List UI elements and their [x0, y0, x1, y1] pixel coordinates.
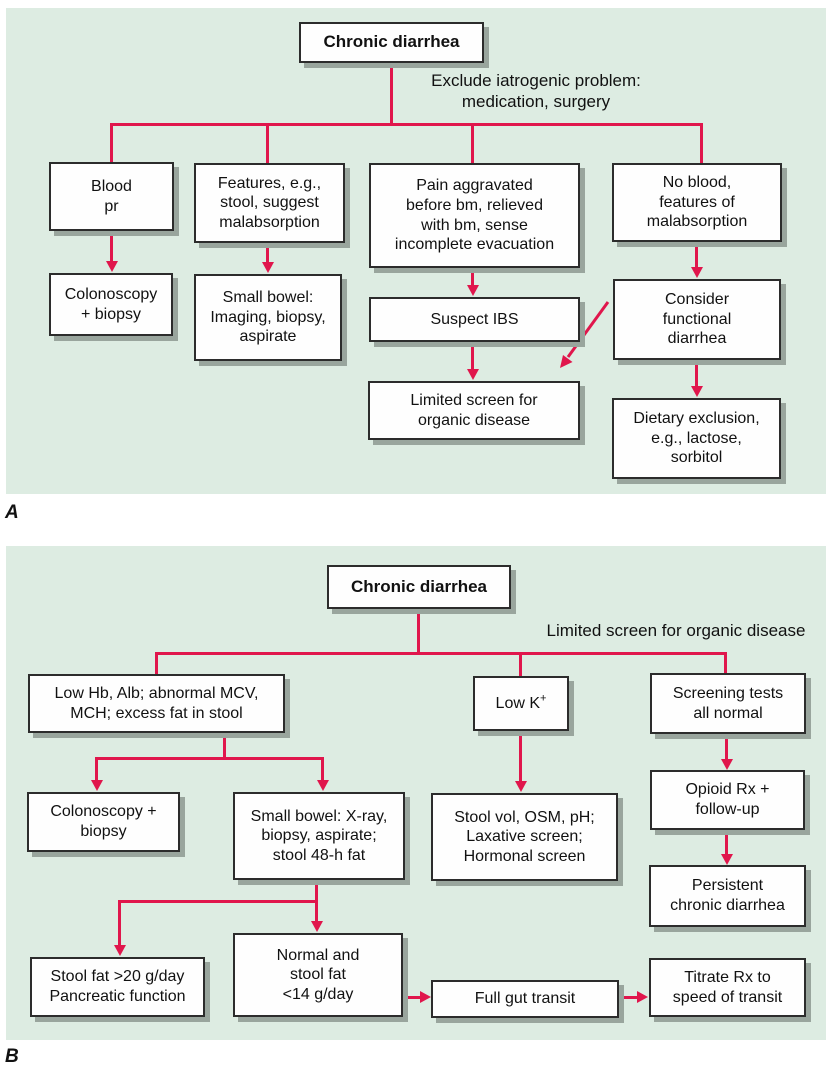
arrowhead-icon	[467, 285, 479, 296]
box-root-chronic-diarrhea-b: Chronic diarrhea	[327, 565, 511, 609]
arrow-screening-opioid	[725, 734, 728, 760]
arrowhead-icon	[467, 369, 479, 380]
arrow-opioid-persistent	[725, 830, 728, 855]
connector-drop-screening	[724, 652, 727, 673]
box-normal-stool-fat: Normal and stool fat <14 g/day	[233, 933, 403, 1017]
box-colonoscopy-biopsy-a: Colonoscopy + biopsy	[49, 273, 173, 336]
arrowhead-icon	[721, 759, 733, 770]
panel-a: Chronic diarrhea Exclude iatrogenic prob…	[6, 8, 826, 494]
annotation-limited-screen: Limited screen for organic disease	[546, 621, 806, 640]
arrowhead-icon	[91, 780, 103, 791]
arrowhead-icon	[721, 854, 733, 865]
panel-label-b: B	[5, 1046, 19, 1067]
box-colonoscopy-biopsy-b: Colonoscopy + biopsy	[27, 792, 180, 852]
connector-smallbowel-branch	[118, 900, 318, 903]
box-low-hb: Low Hb, Alb; abnormal MCV, MCH; excess f…	[28, 674, 285, 733]
panel-b: Chronic diarrhea Limited screen for orga…	[6, 546, 826, 1040]
connector-drop-lowhb	[155, 652, 158, 674]
box-limited-screen: Limited screen for organic disease	[368, 381, 580, 440]
connector-lowhb-branch	[95, 757, 324, 760]
arrow-fullgut-titrate	[619, 996, 638, 999]
arrow-consider-dietary	[695, 360, 698, 387]
connector-drop-noblood	[700, 123, 703, 164]
box-dietary-exclusion: Dietary exclusion, e.g., lactose, sorbit…	[612, 398, 781, 479]
box-low-k: Low K+	[473, 676, 569, 731]
connector-lowhb-out	[223, 733, 226, 760]
arrow-to-stoolfat	[118, 900, 121, 946]
connector-smallbowel-out	[315, 880, 318, 903]
box-features-malabsorption: Features, e.g., stool, suggest malabsorp…	[194, 163, 345, 243]
connector-branch-a	[110, 123, 703, 126]
arrowhead-icon	[311, 921, 323, 932]
arrowhead-icon	[114, 945, 126, 956]
box-pain-aggravated: Pain aggravated before bm, relieved with…	[369, 163, 580, 268]
connector-drop-blood	[110, 123, 113, 163]
superscript-plus: +	[540, 692, 547, 705]
arrow-to-smallbowel-b	[321, 757, 324, 781]
box-blood-pr: Blood pr	[49, 162, 174, 231]
box-screening-tests: Screening tests all normal	[650, 673, 806, 734]
connector-drop-features	[266, 123, 269, 164]
arrow-lowk-stoolvol	[519, 731, 522, 782]
low-k-label: Low K+	[495, 692, 547, 712]
arrow-noblood-consider	[695, 242, 698, 268]
box-root-chronic-diarrhea-a: Chronic diarrhea	[299, 22, 484, 63]
box-full-gut-transit: Full gut transit	[431, 980, 619, 1018]
arrow-normal-fullgut	[403, 996, 421, 999]
arrow-suspect-limited	[471, 342, 474, 370]
arrowhead-icon	[637, 991, 648, 1003]
box-no-blood: No blood, features of malabsorption	[612, 163, 782, 242]
arrowhead-icon	[691, 267, 703, 278]
arrow-pain-suspectibs	[471, 268, 474, 286]
diagonal-arrow-consider-to-limited	[560, 301, 610, 368]
box-titrate-rx: Titrate Rx to speed of transit	[649, 958, 806, 1017]
arrowhead-icon	[691, 386, 703, 397]
box-small-bowel-a: Small bowel: Imaging, biopsy, aspirate	[194, 274, 342, 361]
connector-drop-pain	[471, 123, 474, 164]
box-suspect-ibs: Suspect IBS	[369, 297, 580, 342]
connector-branch-b	[155, 652, 727, 655]
connector-root-a	[390, 63, 393, 124]
arrow-blood-colonoscopy	[110, 231, 113, 262]
box-persistent-diarrhea: Persistent chronic diarrhea	[649, 865, 806, 927]
panel-label-a: A	[5, 502, 19, 523]
arrowhead-icon	[420, 991, 431, 1003]
box-stool-vol: Stool vol, OSM, pH; Laxative screen; Hor…	[431, 793, 618, 881]
arrow-to-colonoscopy-b	[95, 757, 98, 781]
box-opioid-rx: Opioid Rx + follow-up	[650, 770, 805, 830]
arrow-features-smallbowel	[266, 243, 269, 262]
arrowhead-icon	[515, 781, 527, 792]
connector-drop-lowk	[519, 652, 522, 676]
arrowhead-icon	[262, 262, 274, 273]
annotation-exclude-iatrogenic: Exclude iatrogenic problem: medication, …	[431, 71, 641, 112]
box-consider-functional: Consider functional diarrhea	[613, 279, 781, 360]
arrowhead-icon	[317, 780, 329, 791]
box-small-bowel-b: Small bowel: X-ray, biopsy, aspirate; st…	[233, 792, 405, 880]
arrow-to-normal	[315, 900, 318, 922]
arrowhead-icon	[106, 261, 118, 272]
connector-root-b	[417, 609, 420, 653]
box-stool-fat: Stool fat >20 g/day Pancreatic function	[30, 957, 205, 1017]
